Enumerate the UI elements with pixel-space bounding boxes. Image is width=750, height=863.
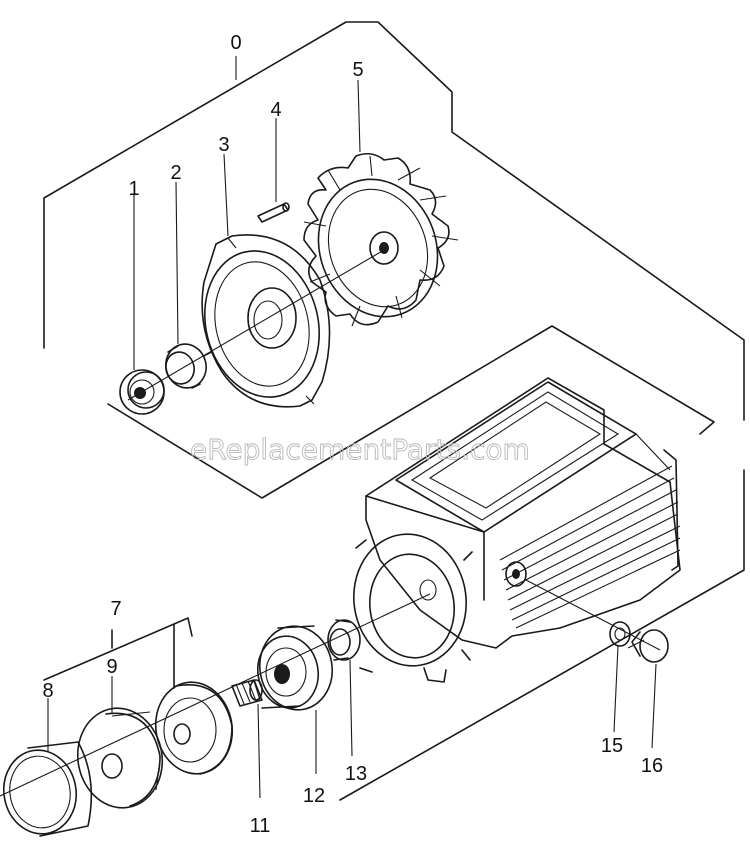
label-part-4: 4	[270, 99, 281, 121]
watermark: eReplacementParts.com	[190, 433, 530, 466]
drain-axis-line	[525, 579, 661, 651]
label-part-5: 5	[352, 59, 363, 81]
part-number-labels: 0 1 2 3 4 5 7 8 9 11 12 13 15 16	[42, 32, 663, 837]
label-part-7: 7	[110, 598, 121, 620]
pump-cup	[3, 741, 93, 837]
needle-bearing	[231, 679, 263, 707]
assembly-outline-lines	[43, 21, 745, 801]
pin	[257, 202, 290, 223]
bearing-cover	[201, 234, 331, 408]
label-part-0: 0	[230, 32, 241, 54]
label-part-11: 11	[250, 815, 271, 837]
label-part-12: 12	[303, 785, 325, 807]
cooling-fan	[303, 152, 459, 327]
lower-axis-line	[0, 593, 431, 797]
drain-plug	[627, 629, 669, 663]
upper-axis-line	[127, 249, 385, 401]
label-part-3: 3	[218, 134, 229, 156]
oil-seal	[327, 619, 361, 661]
crankcase-housing	[352, 377, 681, 683]
impeller-disc	[76, 707, 164, 809]
label-part-15: 15	[601, 735, 623, 757]
label-part-9: 9	[106, 656, 117, 678]
label-part-16: 16	[641, 755, 663, 777]
seal-ring	[165, 343, 207, 389]
ball-bearing	[119, 369, 165, 415]
label-part-13: 13	[345, 763, 367, 785]
leader-lines	[47, 56, 657, 799]
label-part-2: 2	[170, 162, 181, 184]
group-7-bracket	[43, 617, 193, 689]
label-part-1: 1	[128, 178, 139, 200]
label-part-8: 8	[42, 680, 53, 702]
main-bearing	[257, 625, 333, 711]
